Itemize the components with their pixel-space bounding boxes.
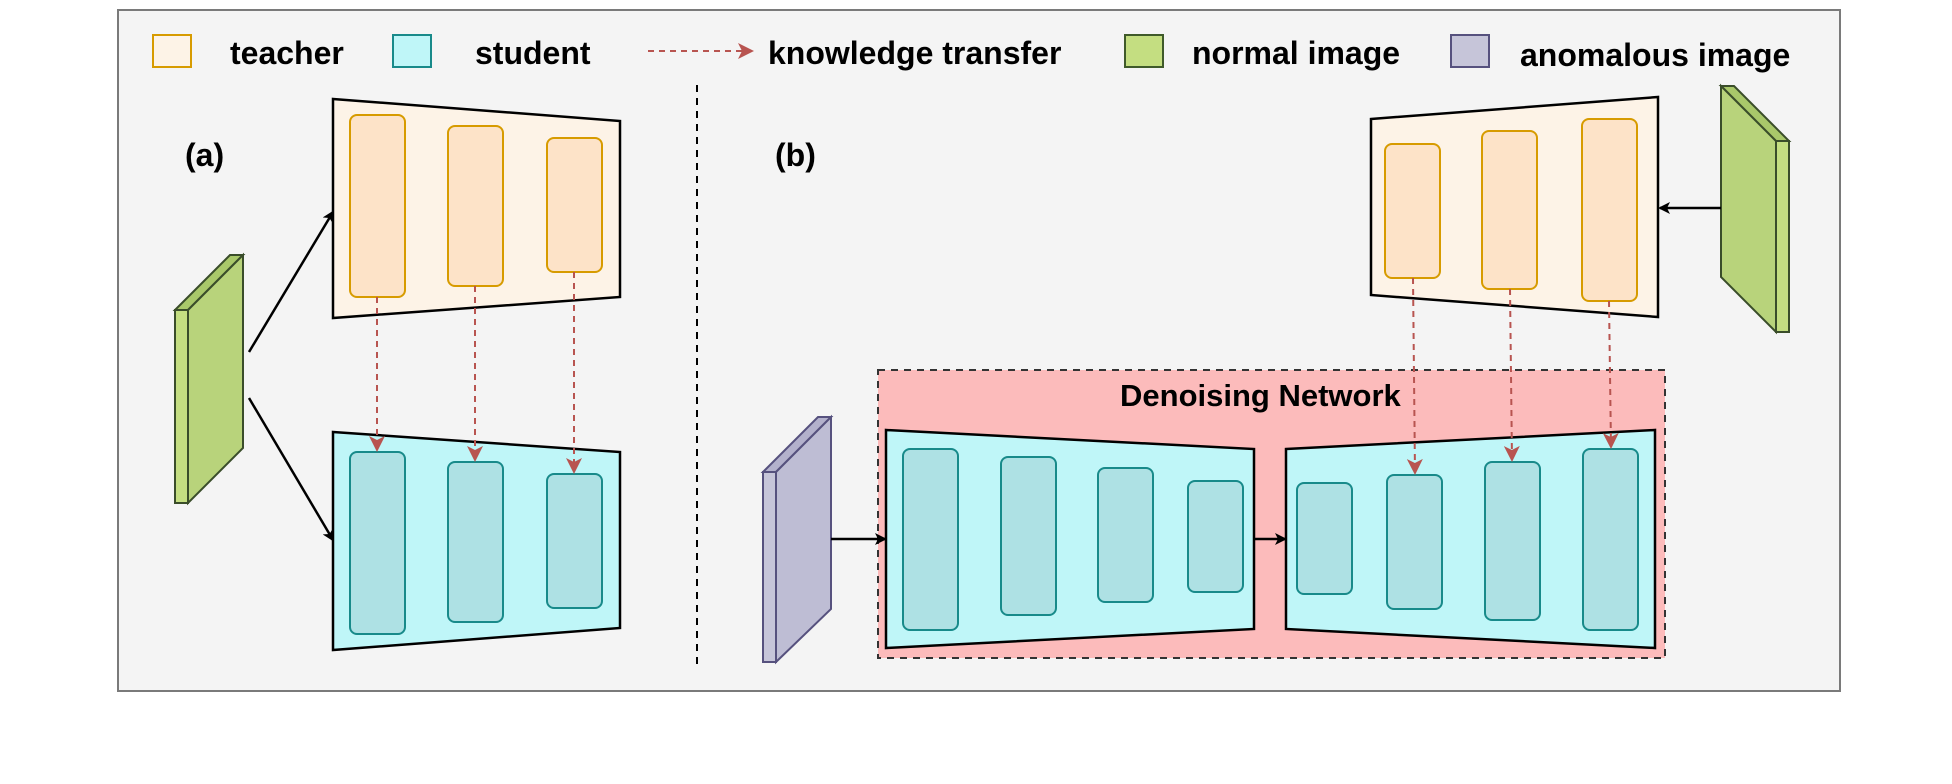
denoising-encoder bbox=[884, 428, 1256, 650]
panel-b-label: (b) bbox=[775, 137, 816, 173]
teacher-block-a1 bbox=[349, 114, 406, 298]
teacher-block-a3 bbox=[546, 137, 603, 273]
denoising-network-label: Denoising Network bbox=[1120, 378, 1402, 413]
teacher-network-b bbox=[1369, 95, 1660, 319]
teacher-legend-swatch bbox=[152, 34, 192, 68]
teacher-legend-label: teacher bbox=[230, 35, 344, 71]
decoder-block-2 bbox=[1386, 474, 1443, 610]
anomalous-image bbox=[760, 414, 834, 665]
legend: teacher student knowledge transfer norma… bbox=[152, 34, 1790, 73]
teacher-block-a2 bbox=[447, 125, 504, 287]
teacher-block-b3 bbox=[1581, 118, 1638, 302]
student-network-a bbox=[331, 430, 622, 652]
anomalous-image-legend-swatch bbox=[1450, 34, 1490, 68]
encoder-block-4 bbox=[1187, 480, 1244, 593]
student-block-a3 bbox=[546, 473, 603, 609]
normal-image-b bbox=[1718, 83, 1792, 335]
anomalous-image-legend-label: anomalous image bbox=[1520, 37, 1790, 73]
student-legend-swatch bbox=[392, 34, 432, 68]
decoder-block-3 bbox=[1484, 461, 1541, 621]
student-block-a1 bbox=[349, 451, 406, 635]
student-legend-label: student bbox=[475, 35, 591, 71]
student-block-a2 bbox=[447, 461, 504, 623]
teacher-block-b2 bbox=[1481, 130, 1538, 290]
denoising-decoder bbox=[1284, 428, 1657, 650]
panel-a-label: (a) bbox=[185, 137, 224, 173]
input-to-teacher-arrow bbox=[247, 210, 335, 353]
input-to-student-arrow bbox=[247, 397, 335, 542]
knowledge-transfer-arrow-b3 bbox=[1602, 300, 1619, 449]
knowledge-transfer-legend-label: knowledge transfer bbox=[768, 35, 1061, 71]
decoder-block-1 bbox=[1296, 482, 1353, 595]
normal-image-legend-label: normal image bbox=[1192, 35, 1400, 71]
decoder-block-4 bbox=[1582, 448, 1639, 631]
teacher-block-b1 bbox=[1384, 143, 1441, 279]
normal-image-a bbox=[172, 252, 246, 506]
encoder-block-1 bbox=[902, 448, 959, 631]
normal-image-legend-swatch bbox=[1124, 34, 1164, 68]
encoder-block-2 bbox=[1000, 456, 1057, 616]
teacher-network-a bbox=[331, 97, 622, 320]
encoder-block-3 bbox=[1097, 467, 1154, 603]
